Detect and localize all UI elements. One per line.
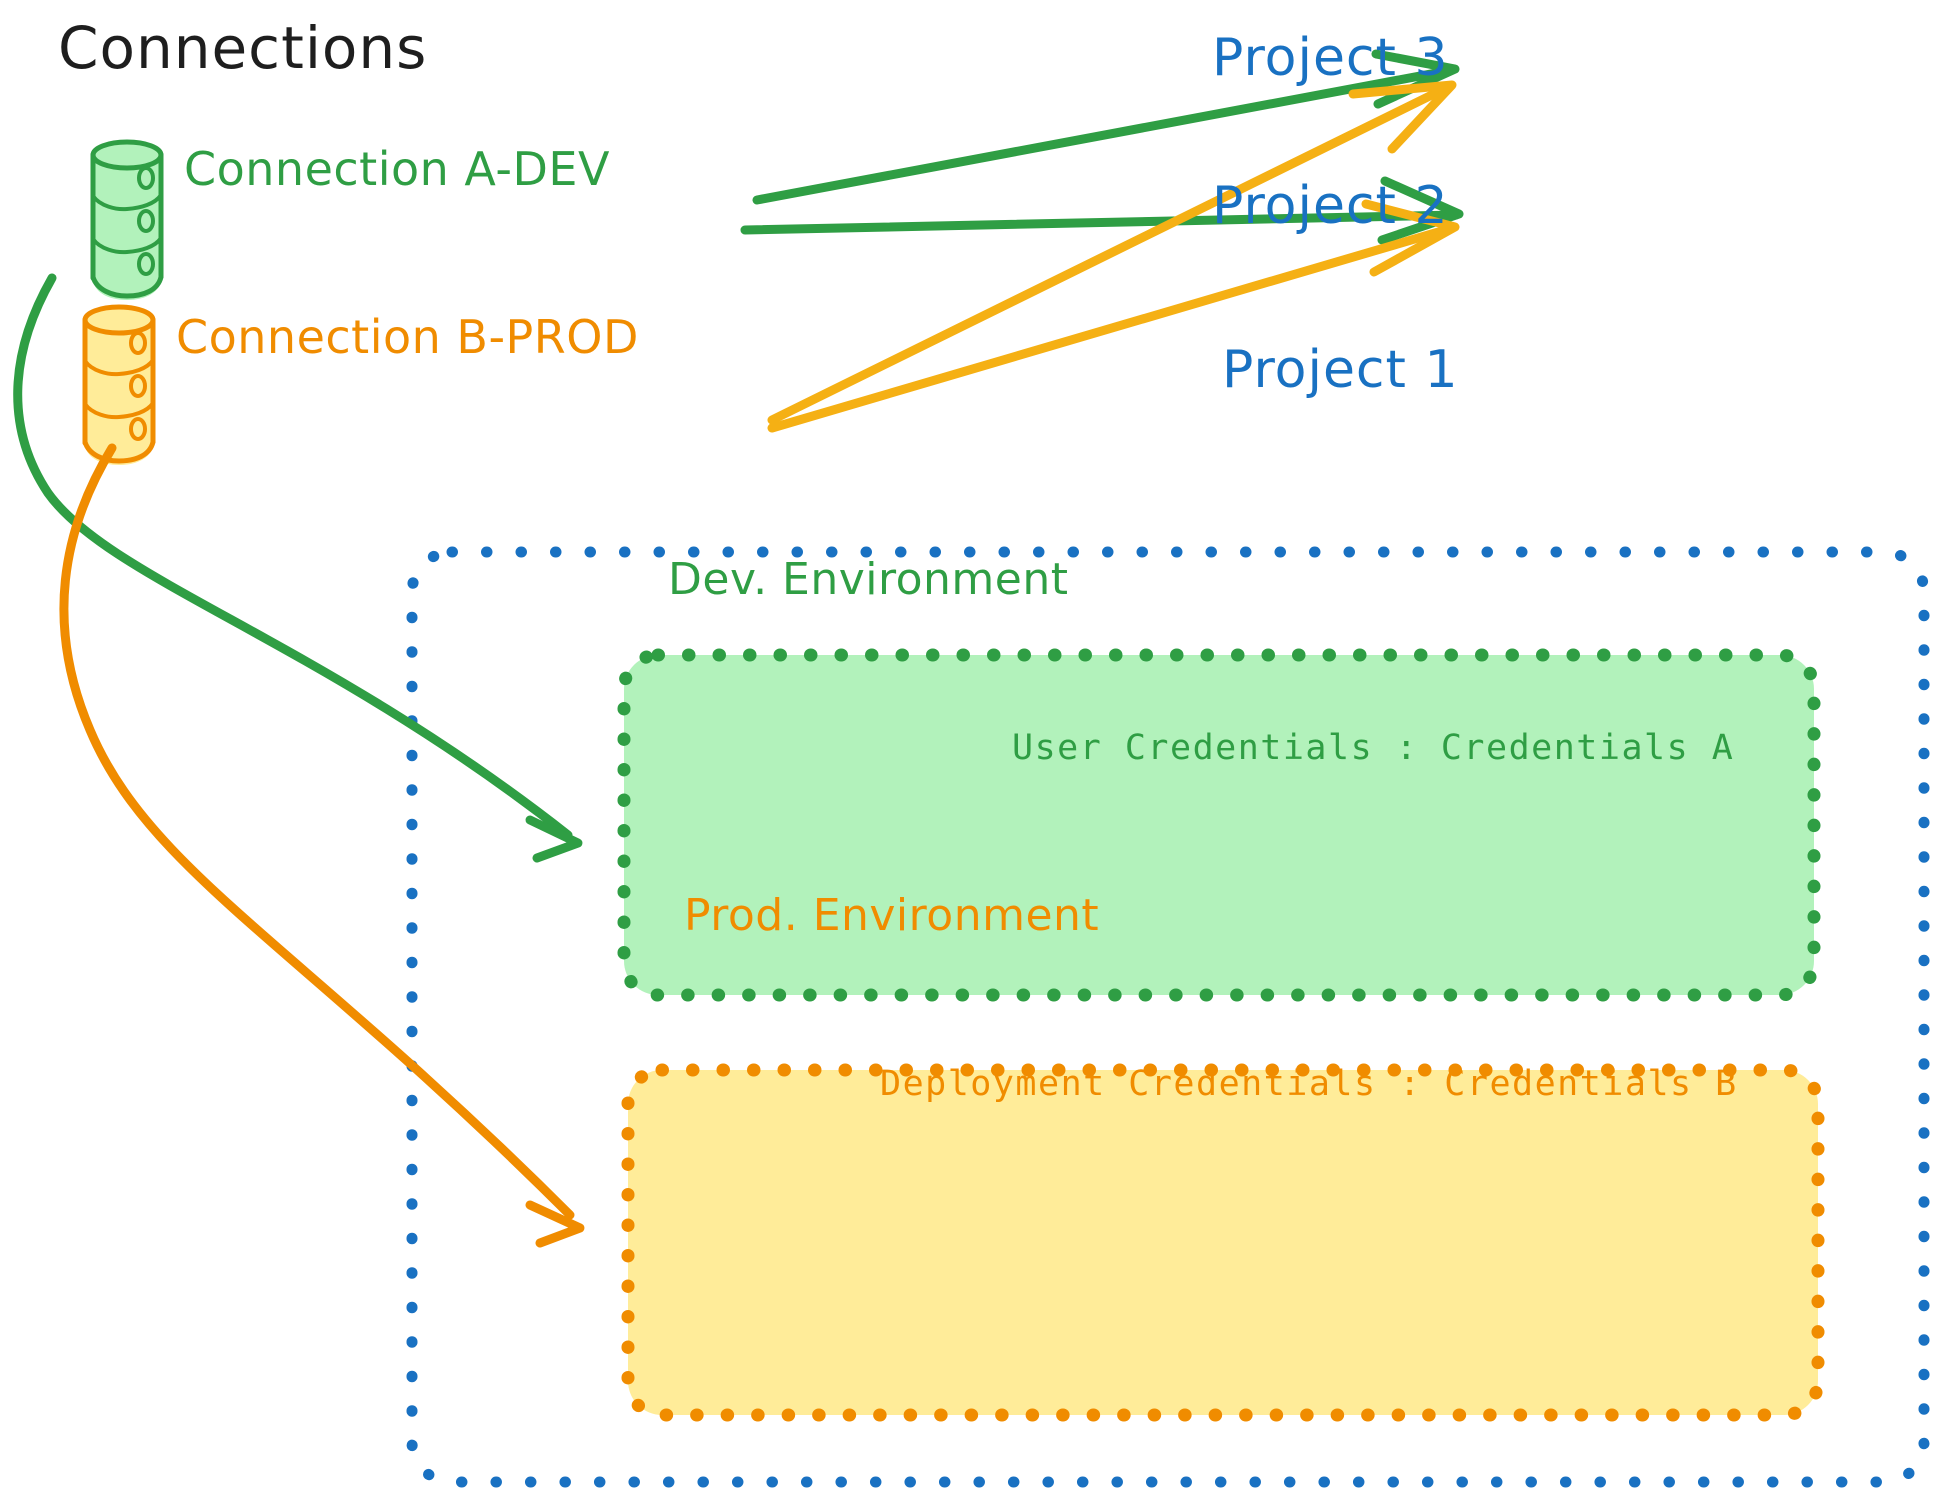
project-label-project2[interactable]: Project 2 bbox=[1212, 176, 1449, 236]
database-icon-b-prod bbox=[82, 304, 156, 465]
edge-b-prod-to-project2 bbox=[767, 199, 1460, 433]
prod-environment-box bbox=[621, 1063, 1825, 1422]
page-title: Connections bbox=[58, 14, 428, 82]
edge-b-prod-to-prod-environment bbox=[59, 443, 585, 1248]
connection-label-b-prod[interactable]: Connection B-PROD bbox=[176, 310, 639, 364]
edge-a-dev-to-project2 bbox=[740, 176, 1464, 245]
edge-a-dev-to-dev-environment bbox=[13, 273, 583, 863]
dev-environment-credentials: User Credentials : Credentials A bbox=[1012, 728, 1735, 768]
connection-label-a-dev[interactable]: Connection A-DEV bbox=[184, 142, 610, 196]
project-label-project3[interactable]: Project 3 bbox=[1212, 28, 1449, 88]
prod-environment-title: Prod. Environment bbox=[684, 890, 1100, 941]
dev-environment-box bbox=[617, 648, 1821, 1002]
edge-b-prod-to-project3 bbox=[767, 80, 1457, 425]
prod-environment-credentials: Deployment Credentials : Credentials B bbox=[880, 1064, 1738, 1104]
dev-environment-title: Dev. Environment bbox=[668, 554, 1069, 605]
database-icon-a-dev bbox=[90, 139, 164, 300]
project-label-project1[interactable]: Project 1 bbox=[1222, 340, 1459, 400]
